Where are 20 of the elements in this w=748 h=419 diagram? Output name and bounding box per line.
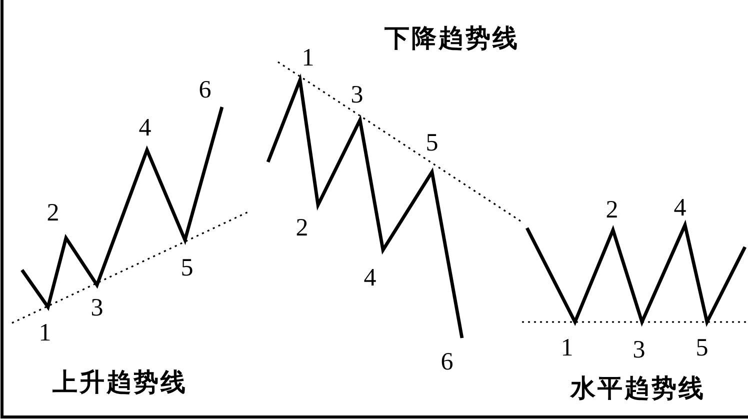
callout-number: 5 bbox=[180, 256, 194, 280]
callout-number: 3 bbox=[90, 296, 104, 320]
trend-line-title: 上升趋势线 bbox=[52, 368, 188, 396]
callout-number: 1 bbox=[560, 336, 574, 360]
callout-number: 6 bbox=[198, 78, 212, 102]
callout-number: 3 bbox=[632, 338, 646, 362]
callout-number: 4 bbox=[364, 266, 376, 290]
trend-line-title: 水平趋势线 bbox=[570, 374, 706, 402]
trend-line-title: 下降趋势线 bbox=[384, 24, 520, 52]
callout-number: 3 bbox=[350, 82, 364, 108]
callout-number: 4 bbox=[138, 116, 152, 140]
callout-number: 1 bbox=[38, 320, 52, 346]
callout-number: 5 bbox=[696, 336, 708, 360]
callout-number: 2 bbox=[46, 200, 60, 226]
callout-number: 1 bbox=[302, 46, 314, 70]
callout-number: 2 bbox=[296, 216, 308, 240]
callout-number: 5 bbox=[426, 130, 438, 156]
callout-number: 6 bbox=[440, 350, 454, 374]
callout-number: 2 bbox=[606, 198, 618, 222]
callout-number: 4 bbox=[674, 196, 686, 220]
